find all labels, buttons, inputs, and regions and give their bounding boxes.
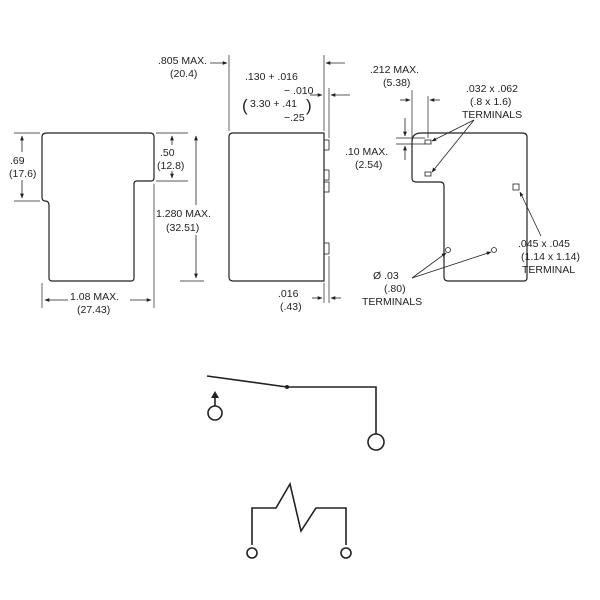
rect-terminals-size-mm: (.8 x 1.6) <box>470 96 511 108</box>
round-terminals-label: TERMINALS <box>362 296 422 308</box>
bottom-spacing-dim: .10 MAX. <box>345 146 388 158</box>
side-view-outline <box>228 132 325 282</box>
square-terminal <box>512 183 520 191</box>
paren-open: ( <box>242 96 248 115</box>
front-notch-right-dim-mm: (12.8) <box>157 160 184 172</box>
front-height-dim: 1.280 MAX. <box>156 208 211 220</box>
bottom-offset-dim-mm: (5.38) <box>383 77 410 89</box>
front-width-dim-mm: (27.43) <box>77 304 110 316</box>
side-pin-thick-dim: .016 <box>278 288 299 300</box>
side-pin-length-dim: .130 + .016 <box>245 71 298 83</box>
square-terminal-label: TERMINAL <box>522 264 575 276</box>
side-view: .805 MAX. (20.4) .130 + .016 − .010 ( 3.… <box>158 55 350 313</box>
side-pin-length-tol-mm: −.25 <box>284 112 305 124</box>
bottom-offset-dim: .212 MAX. <box>370 64 419 76</box>
square-terminal-size-mm: (1.14 x 1.14) <box>521 251 580 263</box>
bottom-view-outline <box>411 132 528 282</box>
front-width-dim: 1.08 MAX. <box>70 291 119 303</box>
side-pin-length-dim-mm: 3.30 + .41 <box>250 98 297 110</box>
round-terminal-2 <box>491 247 497 253</box>
paren-close: ) <box>306 96 312 115</box>
front-notch-left-dim: .69 <box>10 155 25 167</box>
side-pin-length-tol: − .010 <box>284 85 314 97</box>
bottom-view: .212 MAX. (5.38) .10 MAX. (2.54) .032 x … <box>345 64 580 308</box>
round-terminals-size: Ø .03 <box>373 270 399 282</box>
front-view-outline <box>41 132 155 282</box>
square-terminal-size: .045 x .045 <box>518 238 570 250</box>
bottom-spacing-dim-mm: (2.54) <box>355 159 382 171</box>
rect-terminals-size: .032 x .062 <box>466 83 518 95</box>
front-notch-right-dim: .50 <box>160 147 175 159</box>
rect-terminal-1 <box>424 139 432 145</box>
coil-symbol <box>246 481 352 559</box>
front-view: .69 (17.6) .50 (12.8) 1.280 MAX. (32.51)… <box>6 132 227 316</box>
switch-contact-symbol <box>206 375 385 451</box>
side-depth-dim-mm: (20.4) <box>170 68 197 80</box>
side-depth-dim: .805 MAX. <box>158 55 207 67</box>
rect-terminals-label: TERMINALS <box>462 109 522 121</box>
side-pin-thick-dim-mm: (.43) <box>280 301 302 313</box>
front-height-dim-mm: (32.51) <box>166 222 199 234</box>
round-terminals-size-mm: (.80) <box>384 283 406 295</box>
round-terminal-1 <box>445 247 451 253</box>
front-notch-left-dim-mm: (17.6) <box>9 168 36 180</box>
rect-terminal-2 <box>424 171 432 177</box>
